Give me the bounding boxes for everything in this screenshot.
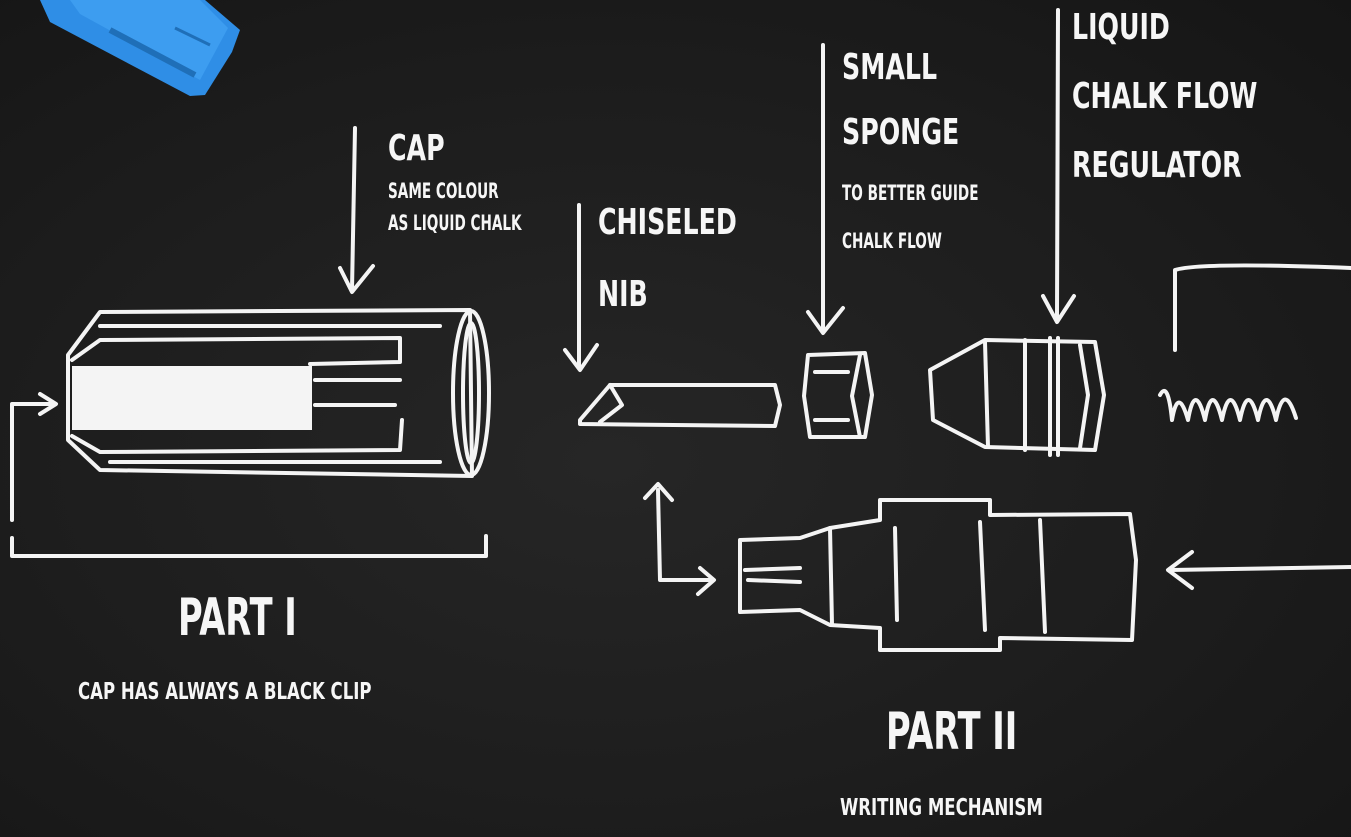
part1-title: PART I — [178, 586, 297, 651]
nib-drawing — [580, 385, 780, 426]
spring-drawing — [1160, 265, 1351, 420]
part2-description: WRITING MECHANISM — [840, 794, 1043, 823]
part2-arrow — [1168, 552, 1351, 588]
cap-label: CAP — [388, 126, 445, 171]
sponge-label-line2: SPONGE — [842, 110, 959, 155]
cap-highlight — [72, 366, 312, 430]
part1-description: CAP HAS ALWAYS A BLACK CLIP — [78, 678, 372, 707]
sponge-description-line2: CHALK FLOW — [842, 226, 942, 258]
cap-arrow — [340, 128, 373, 292]
sponge-arrow — [808, 45, 843, 333]
regulator-label-line3: REGULATOR — [1072, 143, 1242, 188]
nib-label-line1: CHISELED — [598, 200, 737, 245]
blue-marker-photo — [40, 0, 240, 96]
nib-label-line2: NIB — [598, 272, 648, 317]
regulator-drawing — [930, 338, 1104, 455]
regulator-label-line1: LIQUID — [1072, 5, 1170, 50]
connector-arrow — [645, 484, 714, 594]
nib-arrow — [565, 205, 597, 370]
writing-mechanism-drawing — [740, 500, 1136, 650]
cap-description-line1: SAME COLOUR — [388, 176, 499, 208]
regulator-arrow — [1043, 10, 1074, 322]
sponge-drawing — [804, 353, 872, 437]
regulator-label-line2: CHALK FLOW — [1072, 74, 1257, 119]
part2-title: PART II — [886, 700, 1017, 765]
sponge-description-line1: TO BETTER GUIDE — [842, 178, 979, 210]
sponge-label-line1: SMALL — [842, 45, 937, 90]
cap-description-line2: AS LIQUID CHALK — [388, 208, 522, 240]
